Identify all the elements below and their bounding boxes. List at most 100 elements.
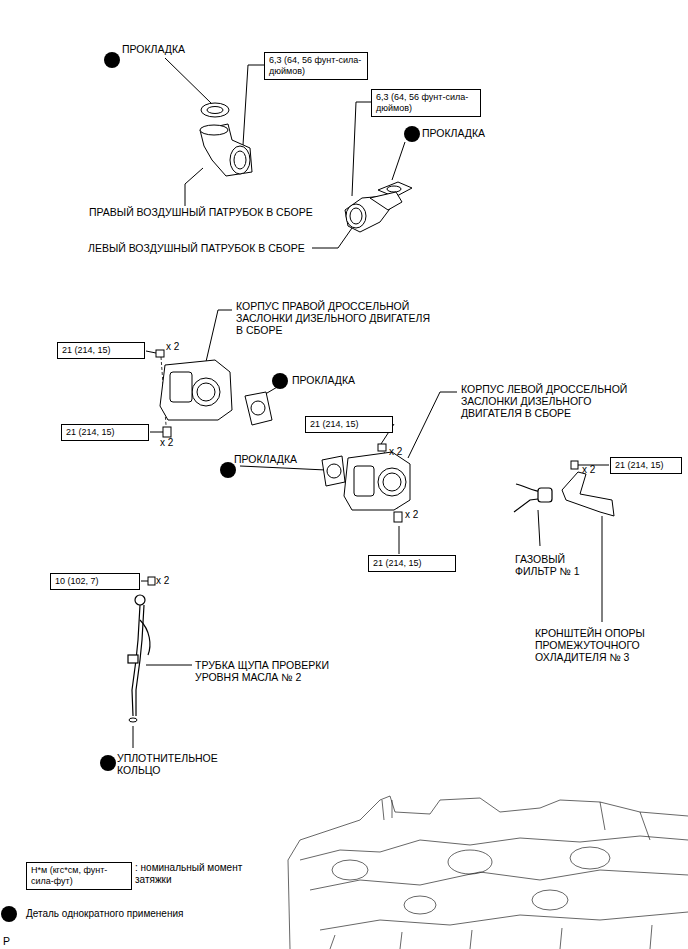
- single-use-mark: [100, 755, 116, 771]
- quantity: x 2: [160, 437, 173, 449]
- bolt: [156, 350, 164, 357]
- leader-line: [240, 466, 326, 470]
- leader-line: [146, 351, 156, 353]
- gas-filter: [538, 488, 552, 502]
- engine-sketch: [404, 896, 436, 914]
- legend-text: Деталь однократного применения: [26, 908, 266, 920]
- throttle-body: [170, 372, 192, 402]
- throttle-body: [344, 452, 410, 510]
- engine-sketch: [330, 925, 652, 949]
- gasket: [251, 401, 265, 415]
- dipstick-tube: [128, 655, 138, 663]
- torque-box: 21 (214, 15): [57, 342, 145, 359]
- single-use-mark: [220, 462, 236, 478]
- torque-value: 6,3 (64, 56 фунт-сила-дюймов): [269, 55, 363, 77]
- leader-line: [602, 516, 603, 622]
- torque-value: 21 (214, 15): [66, 427, 144, 438]
- single-use-mark: [104, 52, 120, 68]
- part-name: ПРОКЛАДКА: [292, 374, 355, 386]
- part-name: ПРОКЛАДКА: [234, 453, 297, 465]
- gasket: [201, 103, 229, 117]
- torque-box: Н*м (кгс*см, фунт-сила-фут): [26, 862, 132, 890]
- quantity: x 2: [405, 509, 418, 521]
- quantity: x 2: [582, 464, 595, 476]
- engine-sketch: [600, 802, 650, 840]
- leader-line: [408, 392, 457, 458]
- bracket: [562, 472, 614, 516]
- air-pipe: [346, 204, 366, 228]
- page-code: P: [3, 935, 10, 947]
- quantity: x 2: [389, 446, 402, 458]
- dipstick-tube: [140, 620, 150, 655]
- part-name: ПРОКЛАДКА: [422, 127, 485, 139]
- engine-sketch: [288, 796, 688, 949]
- gasket: [322, 456, 345, 486]
- air-pipe: [200, 125, 228, 135]
- bolt: [394, 512, 402, 522]
- leader-line: [185, 168, 203, 206]
- torque-box: 21 (214, 15): [305, 416, 393, 433]
- torque-value: 6,3 (64, 56 фунт-сила-дюймов): [376, 92, 476, 114]
- engine-sketch: [320, 912, 688, 930]
- leader-line: [392, 142, 405, 180]
- leader-line: [243, 65, 264, 145]
- throttle-body: [383, 473, 401, 491]
- part-name: ТРУБКА ЩУПА ПРОВЕРКИ УРОВНЯ МАСЛА № 2: [195, 659, 365, 683]
- part-name: КРОНШТЕЙН ОПОРЫ ПРОМЕЖУТОЧНОГО ОХЛАДИТЕЛ…: [535, 627, 663, 663]
- torque-value: 21 (214, 15): [373, 558, 451, 569]
- part-name: КОРПУС ЛЕВОЙ ДРОССЕЛЬНОЙ ЗАСЛОНКИ ДИЗЕЛЬ…: [461, 383, 651, 419]
- leader-line: [146, 665, 192, 666]
- torque-box: 6,3 (64, 56 фунт-сила-дюймов): [264, 52, 368, 80]
- bolt: [378, 444, 386, 451]
- torque-box: 6,3 (64, 56 фунт-сила-дюймов): [371, 89, 481, 117]
- part-name: ЛЕВЫЙ ВОЗДУШНЫЙ ПАТРУБОК В СБОРЕ: [88, 242, 305, 254]
- part-name: КОРПУС ПРАВОЙ ДРОССЕЛЬНОЙ ЗАСЛОНКИ ДИЗЕЛ…: [236, 300, 436, 336]
- torque-value: 21 (214, 15): [615, 460, 677, 471]
- engine-sketch: [288, 796, 688, 949]
- torque-value: 10 (102, 7): [55, 576, 135, 587]
- dipstick-tube: [128, 595, 150, 716]
- bracket: [562, 472, 614, 516]
- bolt: [148, 577, 155, 585]
- alignment-line: [161, 357, 398, 510]
- throttle-body: [192, 378, 220, 406]
- leader-line: [312, 228, 352, 248]
- engine-sketch: [300, 836, 688, 860]
- torque-box: 21 (214, 15): [368, 555, 456, 572]
- quantity: x 2: [166, 341, 179, 353]
- torque-value: 21 (214, 15): [310, 419, 388, 430]
- leader-line: [352, 102, 371, 196]
- throttle-body: [160, 360, 410, 510]
- gasket: [245, 392, 272, 425]
- gasket: [129, 103, 412, 722]
- throttle-body: [160, 360, 232, 420]
- engine-sketch: [382, 800, 392, 820]
- gasket: [129, 718, 137, 722]
- air-pipe: [234, 151, 246, 169]
- torque-box: 10 (102, 7): [50, 573, 140, 590]
- torque-value: Н*м (кгс*см, фунт-сила-фут): [31, 865, 127, 887]
- gas-filter: [514, 484, 552, 512]
- part-name: ГАЗОВЫЙ ФИЛЬТР № 1: [515, 553, 587, 577]
- dipstick-tube: [135, 595, 145, 605]
- leader-line: [538, 510, 540, 546]
- leader-line: [165, 58, 212, 104]
- legend-text: : номинальный момент затяжки: [135, 862, 265, 886]
- air-pipe: [370, 192, 402, 210]
- part-name: УПЛОТНИТЕЛЬНОЕ КОЛЬЦО: [117, 752, 229, 776]
- part-name: ПРАВЫЙ ВОЗДУШНЫЙ ПАТРУБОК В СБОРЕ: [89, 206, 313, 218]
- throttle-body: [378, 468, 406, 496]
- single-use-mark: [272, 373, 288, 389]
- engine-sketch: [332, 860, 368, 880]
- legend-swatch: [1, 906, 17, 922]
- leader-line: [399, 526, 400, 554]
- leader-line: [150, 432, 163, 433]
- bolt: [163, 427, 171, 437]
- throttle-body: [354, 466, 374, 496]
- leader-line: [141, 581, 148, 582]
- throttle-body: [197, 383, 215, 401]
- bolt: [571, 461, 578, 469]
- gasket: [327, 464, 341, 478]
- quantity: x 2: [156, 575, 169, 587]
- air-pipe: [230, 146, 250, 174]
